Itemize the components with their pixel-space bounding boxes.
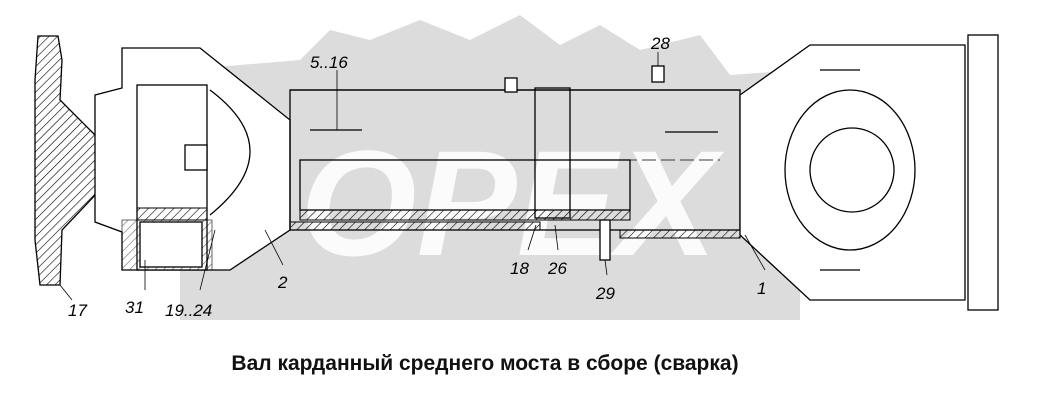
watermark: ОРЕХ [180,15,800,320]
right-yoke [739,34,999,311]
callout-17: 17 [68,301,87,320]
svg-text:ОРЕХ: ОРЕХ [300,119,725,287]
left-flange [34,35,101,286]
callout-31: 31 [125,298,144,317]
left-yoke [94,47,291,271]
callout-19-24: 19..24 [165,301,212,320]
callout-5-16: 5..16 [310,53,348,72]
callout-29: 29 [595,284,615,303]
callout-1: 1 [757,279,766,298]
callout-2: 2 [277,273,288,292]
callout-18: 18 [510,259,529,278]
shaft-tube [289,65,741,261]
callout-28: 28 [650,34,670,53]
leader-lines [59,52,766,301]
diagram-caption: Вал карданный среднего моста в сборе (св… [231,352,739,375]
callout-26: 26 [547,259,567,278]
